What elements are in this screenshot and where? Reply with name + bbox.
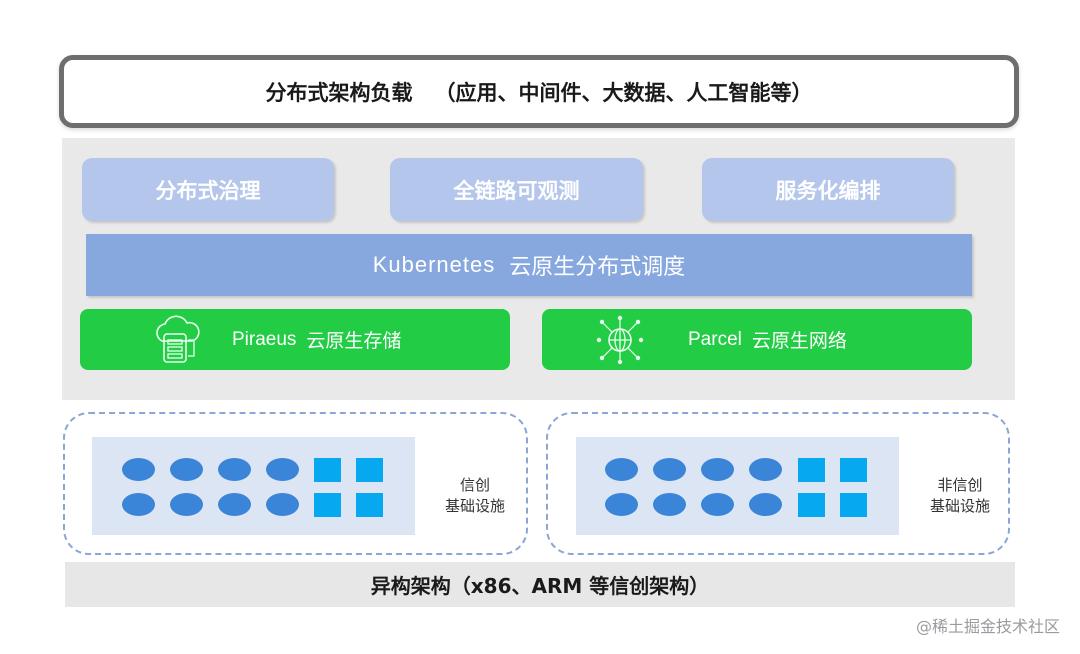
storage-name: Piraeus (232, 328, 297, 350)
node-dot (170, 458, 203, 481)
node-square (356, 458, 383, 482)
network-box: Parcel 云原生网络 (542, 309, 972, 370)
storage-box: Piraeus 云原生存储 (80, 309, 510, 370)
node-dot (122, 458, 155, 481)
architecture-label: 异构架构（x86、ARM 等信创架构） (370, 574, 710, 598)
scheduler-bar: Kubernetes 云原生分布式调度 (86, 234, 972, 296)
xinchuang-line1: 信创 (459, 476, 490, 494)
non-xinchuang-infra-group (546, 412, 1010, 555)
node-dot (701, 458, 734, 481)
node-dot (749, 458, 782, 481)
architecture-bar: 异构架构（x86、ARM 等信创架构） (65, 562, 1015, 607)
node-dot (653, 493, 686, 516)
node-square (356, 493, 383, 517)
node-dot (266, 493, 299, 516)
workload-title: 分布式架构负载 (265, 80, 413, 105)
non-xinchuang-node-panel (576, 437, 899, 535)
node-dot (218, 493, 251, 516)
node-square (314, 493, 341, 517)
non-xinchuang-line2: 基础设施 (929, 497, 990, 515)
node-dot (122, 493, 155, 516)
watermark: @稀土掘金技术社区 (915, 617, 1060, 636)
node-dot (605, 458, 638, 481)
scheduler-desc: 云原生分布式调度 (509, 255, 686, 280)
observability-box: 全链路可观测 (390, 158, 643, 221)
node-square (314, 458, 341, 482)
node-square (798, 493, 825, 517)
node-dot (749, 493, 782, 516)
node-dot (218, 458, 251, 481)
orchestration-label: 服务化编排 (775, 178, 881, 203)
network-desc: 云原生网络 (751, 330, 847, 352)
xinchuang-line2: 基础设施 (444, 497, 505, 515)
storage-desc: 云原生存储 (306, 330, 402, 352)
observability-label: 全链路可观测 (453, 178, 580, 203)
node-square (840, 458, 867, 482)
globe-network-icon (596, 315, 644, 364)
workload-box: 分布式架构负载 （应用、中间件、大数据、人工智能等） (59, 55, 1019, 128)
governance-box: 分布式治理 (82, 158, 334, 221)
workload-examples: （应用、中间件、大数据、人工智能等） (434, 80, 813, 105)
xinchuang-node-panel (92, 437, 415, 535)
non-xinchuang-infra-label: 非信创 基础设施 (916, 475, 1004, 517)
node-dot (170, 493, 203, 516)
node-square (840, 493, 867, 517)
cloud-storage-icon (156, 314, 200, 363)
node-square (798, 458, 825, 482)
governance-label: 分布式治理 (155, 178, 261, 203)
node-dot (605, 493, 638, 516)
node-dot (701, 493, 734, 516)
node-dot (266, 458, 299, 481)
scheduler-name: Kubernetes (372, 252, 496, 277)
network-name: Parcel (688, 328, 742, 350)
xinchuang-infra-group (63, 412, 528, 555)
xinchuang-infra-label: 信创 基础设施 (432, 475, 518, 517)
node-dot (653, 458, 686, 481)
non-xinchuang-line1: 非信创 (937, 476, 983, 494)
orchestration-box: 服务化编排 (702, 158, 954, 221)
